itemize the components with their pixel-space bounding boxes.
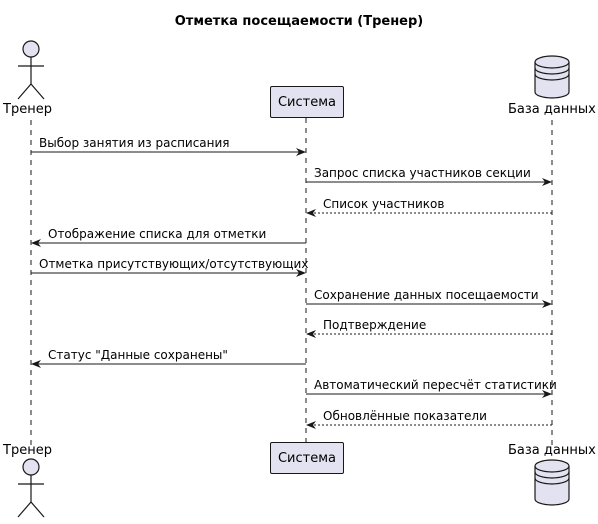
participant-label-db-bottom: База данных (508, 443, 596, 458)
participant-box-system-top: Система (270, 86, 344, 118)
message-label-5: Отметка присутствующих/отсутствующих (39, 257, 309, 271)
message-label-7: Подтверждение (323, 318, 427, 332)
message-label-2: Запрос списка участников секции (314, 166, 531, 180)
participant-label-db-top: База данных (508, 102, 596, 117)
message-label-3: Список участников (323, 197, 445, 211)
message-label-9: Автоматический пересчёт статистики (314, 378, 557, 392)
message-label-6: Сохранение данных посещаемости (314, 288, 539, 302)
diagram-title: Отметка посещаемости (Тренер) (174, 14, 424, 29)
message-label-4: Отображение списка для отметки (48, 227, 267, 241)
participant-label-trainer-top: Тренер (3, 102, 52, 117)
database-icon-top (534, 55, 570, 99)
participant-box-system-bottom: Система (270, 442, 344, 474)
actor-figure-bottom (17, 458, 45, 518)
message-label-8: Статус "Данные сохранены" (48, 348, 228, 362)
participant-label-trainer-bottom: Тренер (3, 443, 52, 458)
actor-figure-top (17, 40, 45, 100)
message-label-1: Выбор занятия из расписания (39, 136, 230, 150)
message-label-10: Обновлённые показатели (323, 409, 487, 423)
database-icon-bottom (534, 459, 570, 506)
message-arrows (31, 148, 552, 429)
